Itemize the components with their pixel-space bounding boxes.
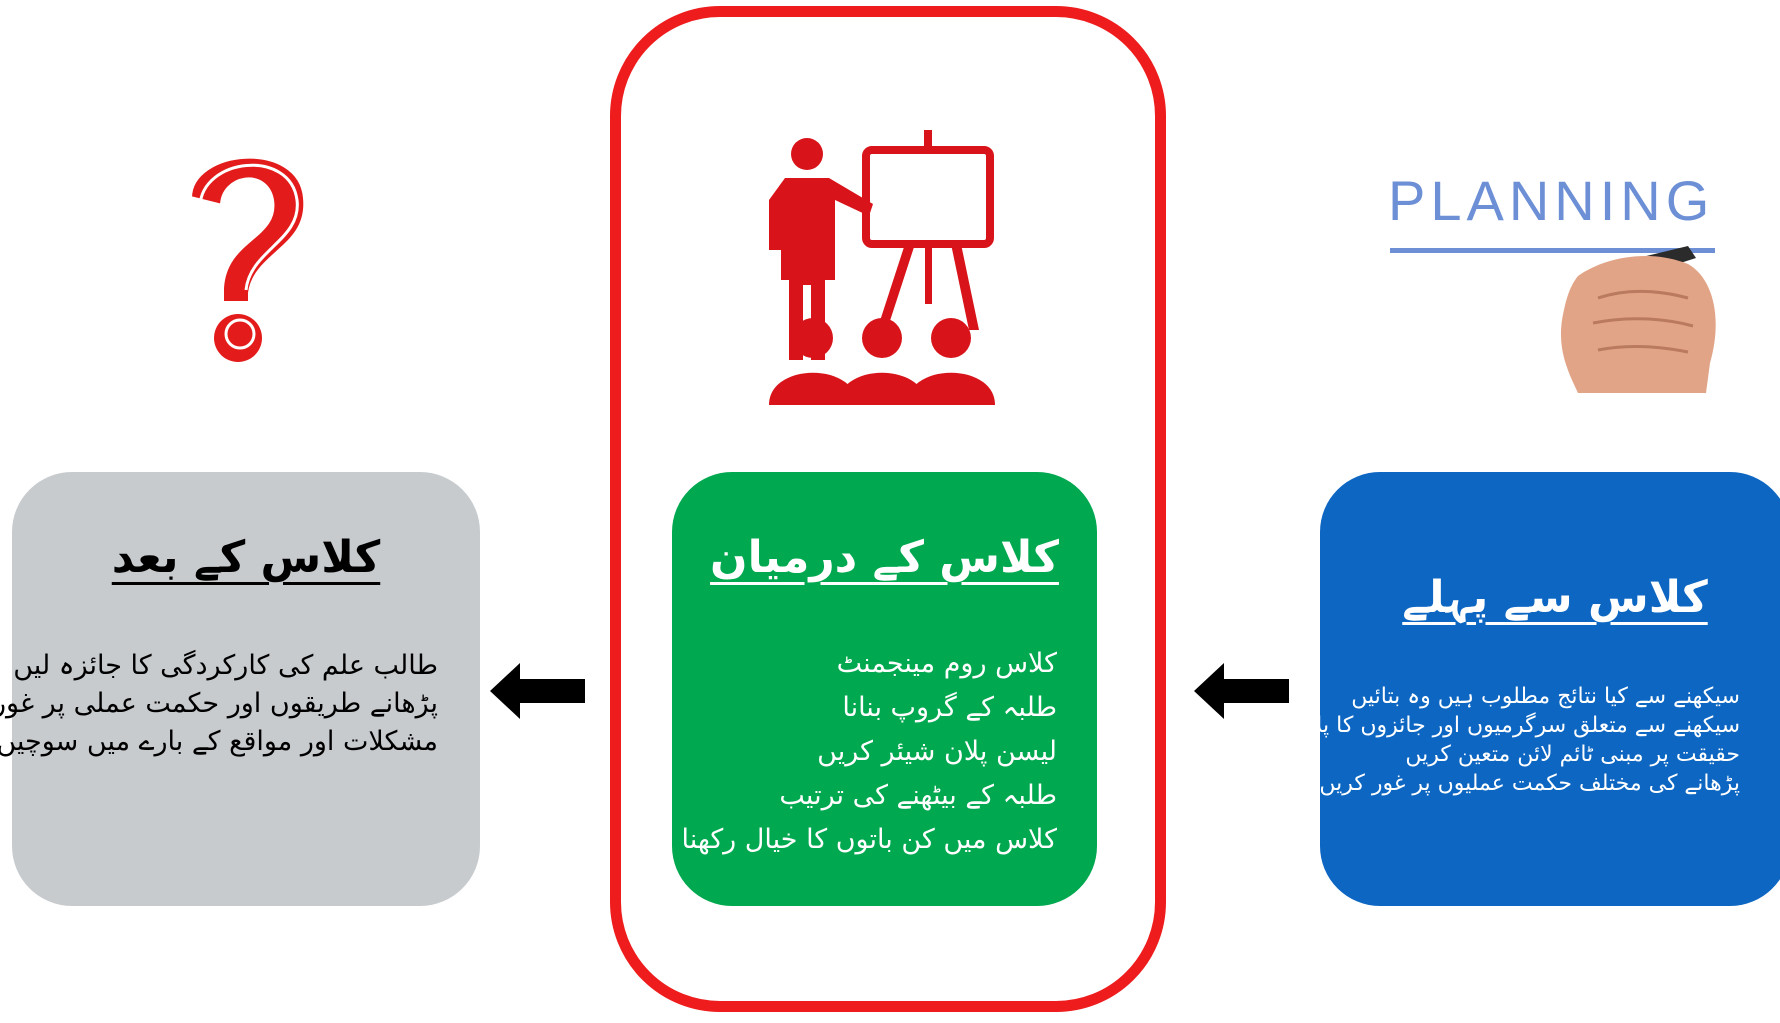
list-item: طلبہ کے گروپ بنانا [842,692,1057,723]
after-class-title: کلاس کے بعد [111,532,381,583]
list-item: سیکھنے سے کیا نتائج مطلوب ہیں وہ بتائیں [1351,684,1740,709]
list-item: سیکھنے سے متعلق سرگرمیوں اور جائزوں کا پ… [1237,713,1740,738]
teacher-presentation-icon [769,130,995,405]
arrow-left-icon [490,663,585,719]
list-item: حقیقت پر مبنی ٹائم لائن متعین کریں [1405,742,1740,767]
after-class-list: طالب علم کی کارکردگی کا جائزہ لیں پڑھانے… [0,647,438,761]
arrow-left-icon [1194,663,1289,719]
during-class-card: کلاس کے درمیان کلاس روم مینجمنٹ طلبہ کے … [641,472,1097,906]
list-item: طالب علم کی کارکردگی کا جائزہ لیں [13,650,438,681]
before-class-card: کلاس سے پہلے سیکھنے سے کیا نتائج مطلوب ہ… [1238,472,1780,906]
list-item: مشکلات اور مواقع کے بارے میں سوچیں [0,726,438,757]
after-class-card: کلاس کے بعد طالب علم کی کارکردگی کا جائز… [0,472,480,906]
center-frame [610,6,1166,1012]
list-item: طلبہ کے بیٹھنے کی ترتیب [779,780,1057,811]
planning-hand-icon [1390,246,1716,393]
list-item: پڑھانے طریقوں اور حکمت عملی پر غور کریں [0,688,438,719]
planning-label: PLANNING [1388,169,1715,232]
list-item: لیسن پلان شیئر کریں [817,736,1057,767]
during-class-title: کلاس کے درمیان [710,532,1059,583]
during-class-list: کلاس روم مینجمنٹ طلبہ کے گروپ بنانا لیسن… [641,642,1057,862]
list-item: کلاس میں کن باتوں کا خیال رکھنا ہے [641,824,1057,855]
before-class-list: سیکھنے سے کیا نتائج مطلوب ہیں وہ بتائیں … [1238,682,1740,798]
question-mark-icon [187,154,308,362]
list-item: کلاس روم مینجمنٹ [836,648,1057,679]
list-item: پڑھانے کی مختلف حکمت عملیوں پر غور کریں [1319,771,1740,796]
before-class-title: کلاس سے پہلے [1402,572,1708,623]
